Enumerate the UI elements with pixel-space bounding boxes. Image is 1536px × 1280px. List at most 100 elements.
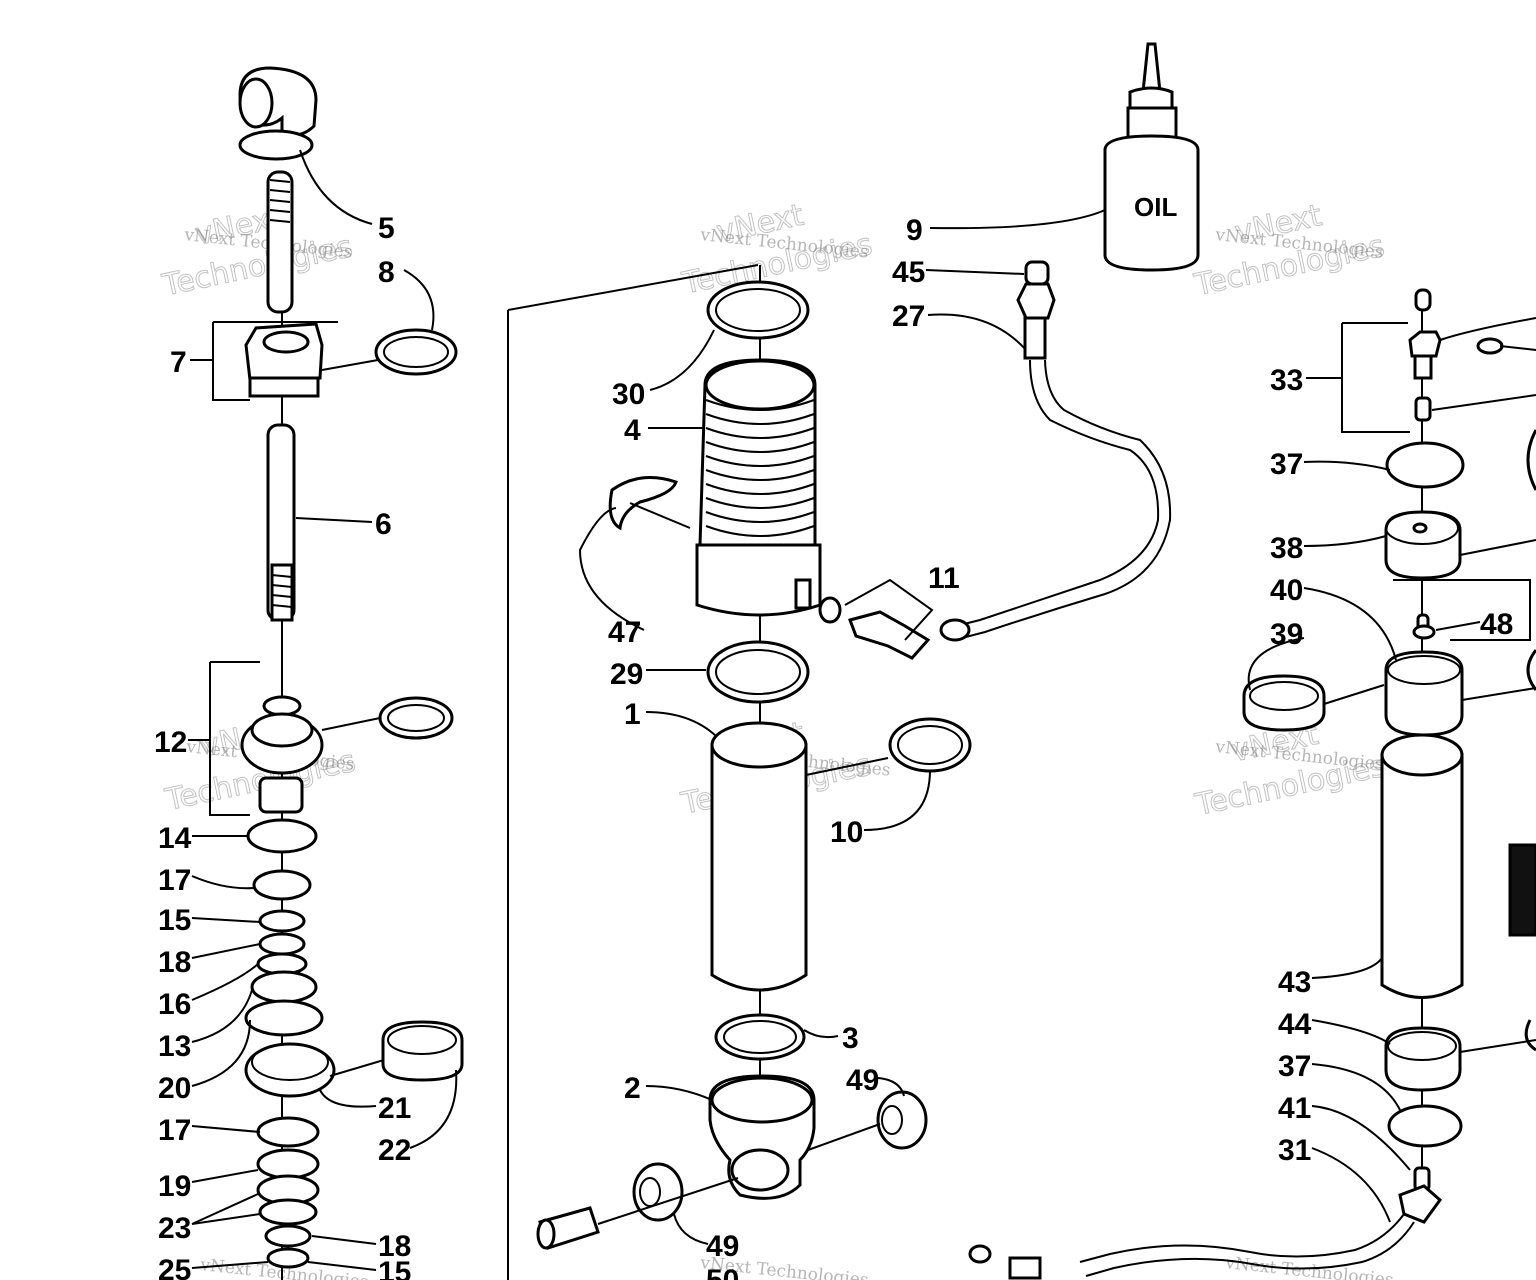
callout-39: 39 (1270, 618, 1303, 651)
oil-bottle-tip (1141, 42, 1162, 94)
callout-17: 17 (158, 864, 191, 897)
callout-22: 22 (378, 1134, 411, 1167)
elbow-fitting-11 (848, 610, 931, 660)
leader-16 (191, 963, 259, 1001)
callout-50: 50 (706, 1264, 739, 1280)
shim-15b (266, 1247, 310, 1269)
callout-4: 4 (624, 414, 641, 447)
shim-23b (258, 1198, 318, 1226)
oil-bottle-and-hose: OIL (818, 42, 1200, 660)
shaft-thread (269, 179, 291, 223)
callout-49a: 49 (846, 1064, 879, 1097)
bushing-12 (258, 776, 304, 814)
leader-18b (311, 1235, 377, 1245)
o-ring-12-inner (387, 704, 445, 732)
callout-10: 10 (830, 816, 863, 849)
callout-labels: 5 8 7 6 12 14 17 15 18 16 13 20 21 22 17… (154, 212, 1513, 1280)
leader-30 (649, 329, 715, 391)
shim-18b (264, 1224, 312, 1248)
shim-15 (258, 909, 306, 933)
callout-45: 45 (892, 256, 925, 289)
piston-band-22-inner (387, 1025, 457, 1055)
piston-40-top (1387, 655, 1461, 685)
callout-8: 8 (378, 256, 395, 289)
leader-49a (877, 1077, 905, 1097)
right-assembly (968, 288, 1536, 1280)
leader-47 (578, 507, 645, 631)
oil-bottle-label: OIL (1134, 192, 1177, 222)
callout-44: 44 (1278, 1008, 1312, 1041)
shim-13 (250, 970, 318, 1004)
leader-17b (191, 1125, 261, 1133)
callout-16: 16 (158, 988, 191, 1021)
o-ring-30-inner (715, 288, 801, 332)
leader-25 (191, 1261, 269, 1269)
leader-6 (295, 517, 373, 523)
shaft-upper (266, 170, 294, 314)
leader-45 (925, 269, 1025, 275)
callout-1: 1 (624, 698, 641, 731)
leader-21 (319, 1089, 377, 1108)
lower-hose (1079, 1213, 1415, 1277)
callout-38: 38 (1270, 532, 1303, 565)
o-ring-11 (818, 596, 842, 624)
leader-39 (1247, 637, 1305, 691)
shim-large (244, 999, 324, 1037)
leader-5 (299, 149, 373, 225)
leader-13 (191, 989, 253, 1043)
top-eye-bore (238, 77, 274, 129)
seal-head-bore (262, 330, 310, 354)
shim-18 (258, 932, 306, 956)
leader-48 (1435, 621, 1481, 631)
threaded-body-4-threads (705, 399, 815, 537)
callout-12: 12 (154, 726, 187, 759)
small-washer (1476, 337, 1504, 355)
hose-line (959, 359, 1172, 639)
o-ring-29 (706, 640, 810, 704)
o-ring-30 (706, 280, 810, 340)
end-cap-44-top (1387, 1031, 1457, 1061)
leader-12b (321, 717, 381, 731)
leader-3 (803, 1029, 839, 1039)
callout-11: 11 (928, 562, 960, 595)
lower-hose-o-ring (968, 1244, 992, 1264)
callout-27: 27 (892, 300, 925, 333)
snap-ring-37b (1387, 1104, 1463, 1148)
callout-43: 43 (1278, 966, 1311, 999)
spanner-tool-47 (608, 476, 678, 531)
o-ring-3 (714, 1013, 806, 1061)
bumper-seal-12-top (250, 712, 314, 748)
callout-37b: 37 (1278, 1050, 1311, 1083)
leader-1 (645, 711, 717, 737)
leader-41 (1311, 1105, 1411, 1171)
reservoir-tube-1 (710, 743, 808, 992)
band-39-leader (1323, 684, 1385, 705)
callout-48: 48 (1480, 608, 1513, 641)
callout-19: 19 (158, 1170, 191, 1203)
band-39 (1242, 674, 1326, 732)
end-cap-38-hole (1412, 522, 1428, 534)
leader-49b (673, 1213, 709, 1245)
callout-23: 23 (158, 1212, 191, 1245)
sleeve-50-end (536, 1218, 556, 1250)
leader-23 (191, 1193, 261, 1225)
callout-5: 5 (378, 212, 395, 245)
leader-8 (403, 269, 435, 331)
leader-22 (409, 1069, 458, 1149)
leader-43 (1311, 957, 1383, 979)
callout-2: 2 (624, 1072, 641, 1105)
valve-cap-45 (1024, 260, 1050, 286)
piston-band-22 (381, 1020, 464, 1082)
valve-stem-27 (1023, 316, 1047, 360)
leader-37b (1311, 1063, 1401, 1111)
reservoir-cylinder-43-top (1380, 733, 1464, 777)
small-seal (262, 695, 302, 717)
leader-17 (191, 875, 255, 890)
center-assembly (507, 264, 972, 1280)
axis-bushing-line-2 (807, 1123, 881, 1151)
leader-19 (191, 1169, 259, 1183)
callout-17b: 17 (158, 1114, 191, 1147)
leader-40 (1303, 587, 1397, 661)
elbow-fitting-41 (1398, 1184, 1443, 1224)
